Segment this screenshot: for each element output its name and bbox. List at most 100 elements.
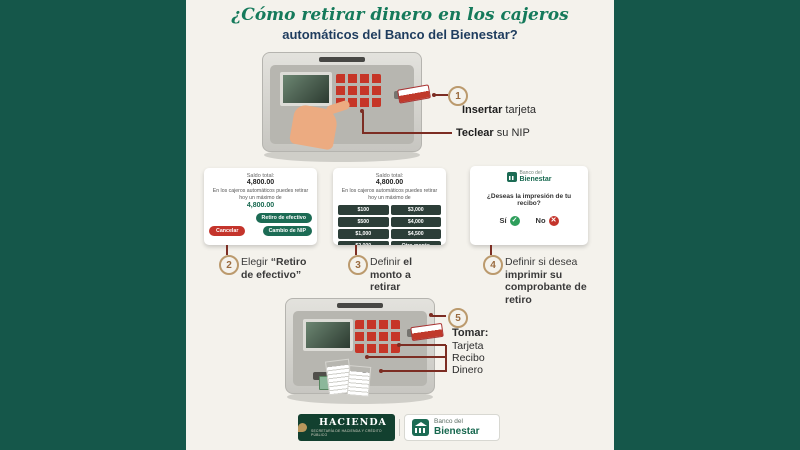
amount-button: $2,000 <box>338 240 389 245</box>
label-insertar-rest: tarjeta <box>502 104 536 116</box>
yes-option: Sí ✓ <box>499 215 520 226</box>
amount-button: $500 <box>338 216 389 227</box>
connector-line <box>362 112 364 134</box>
receipt-paper-icon <box>346 365 372 397</box>
yes-no-row: Sí ✓ No ✕ <box>475 215 583 226</box>
connector-dot <box>360 109 364 113</box>
atm-screen-icon <box>303 319 353 351</box>
title-line2: automáticos del Banco del Bienestar? <box>282 27 518 42</box>
retiro-efectivo-button: Retiro de efectivo <box>255 212 312 223</box>
brand-top: Banco del <box>519 170 542 176</box>
step-2-text: Elegir “Retiro de efectivo” <box>241 256 321 281</box>
step-4-badge: 4 <box>483 255 503 275</box>
title-line1: ¿Cómo retirar dinero en los cajeros <box>231 5 569 25</box>
connector-line <box>445 345 447 372</box>
hacienda-logo: HACIENDA SECRETARÍA DE HACIENDA Y CRÉDIT… <box>298 414 395 441</box>
max-value: 4,800.00 <box>246 201 275 209</box>
banco-bienestar-logo: Banco del Bienestar <box>404 414 500 441</box>
step-5-item: Recibo <box>452 352 485 364</box>
receipt-slot-icon <box>319 57 365 62</box>
screen-body-text: En los cajeros automáticos puedes retira… <box>341 188 438 201</box>
step-5-item: Tarjeta <box>452 340 484 352</box>
screen-body-text: En los cajeros automáticos puedes retira… <box>212 188 309 201</box>
amount-grid: $100 $3,000 $500 $4,000 $1,000 $4,500 $2… <box>338 204 441 245</box>
connector-line <box>226 245 228 255</box>
banco-bottom-text: Bienestar <box>434 425 480 437</box>
connector-dot <box>379 369 383 373</box>
amount-button: $4,500 <box>390 228 441 239</box>
receipt-slot-icon <box>337 303 383 308</box>
atm-keypad-icon <box>336 74 381 107</box>
step-2-badge: 2 <box>219 255 239 275</box>
amount-button: Otro monto <box>390 240 441 245</box>
label-teclear-nip: Teclear su NIP <box>456 127 530 139</box>
atm-bottom-illustration <box>285 298 444 404</box>
amount-button: $100 <box>338 204 389 215</box>
connector-line <box>400 344 446 346</box>
step-5-title: Tomar: <box>452 327 489 339</box>
atm-keypad-icon <box>355 320 400 353</box>
hacienda-subtitle: SECRETARÍA DE HACIENDA Y CRÉDITO PÚBLICO <box>311 428 382 437</box>
check-icon: ✓ <box>509 215 520 226</box>
step-4-text: Definir si desea imprimir su comprobante… <box>505 256 593 306</box>
banco-bienestar-mini-logo: Banco del Bienestar <box>475 171 583 184</box>
cancelar-button: Cancelar <box>209 225 246 236</box>
connector-line <box>355 245 357 255</box>
saldo-label: Saldo total: <box>246 173 275 179</box>
step-3-pre: Definir <box>370 256 404 268</box>
hacienda-eagle-icon <box>298 423 307 432</box>
cross-icon: ✕ <box>548 215 559 226</box>
step-4-pre: Definir si desea <box>505 256 578 268</box>
step-5-text: Tomar: Tarjeta Recibo Dinero <box>452 326 488 376</box>
connector-dot <box>365 355 369 359</box>
atm-front-panel <box>293 311 444 390</box>
banco-top-text: Banco del <box>434 418 463 426</box>
step-1-badge: 1 <box>448 86 468 106</box>
label-insertar-bold: Insertar <box>462 104 503 116</box>
label-teclear-bold: Teclear <box>456 127 494 139</box>
banco-bienestar-icon <box>506 172 517 183</box>
saldo-value: 4,800.00 <box>246 179 275 186</box>
connector-line <box>382 370 446 372</box>
saldo-label: Saldo total: <box>375 173 404 179</box>
banco-bienestar-icon <box>412 419 429 436</box>
connector-line <box>368 356 446 358</box>
connector-dot <box>429 313 433 317</box>
atm-screen-icon <box>280 72 332 106</box>
screen-card-recibo: Banco del Bienestar ¿Deseas la impresión… <box>470 166 588 245</box>
step-2-bold: “Retiro de efectivo” <box>241 256 307 281</box>
step-2-pre: Elegir <box>241 256 271 268</box>
connector-dot <box>397 343 401 347</box>
screen-card-monto: Saldo total: 4,800.00 En los cajeros aut… <box>333 168 446 245</box>
yes-label: Sí <box>499 216 507 226</box>
infographic-panel: ¿Cómo retirar dinero en los cajeros auto… <box>186 0 614 450</box>
saldo-value: 4,800.00 <box>375 179 404 186</box>
atm-top-illustration <box>262 52 431 162</box>
step-5-item: Dinero <box>452 364 483 376</box>
footer-divider <box>399 419 400 436</box>
step-4-bold: imprimir su comprobante de retiro <box>505 268 587 306</box>
amount-button: $4,000 <box>390 216 441 227</box>
step-3-badge: 3 <box>348 255 368 275</box>
connector-line <box>432 315 446 317</box>
amount-button: $3,000 <box>390 204 441 215</box>
step-5-badge: 5 <box>448 308 468 328</box>
brand-bottom: Bienestar <box>519 176 552 183</box>
label-teclear-rest: su NIP <box>493 127 530 139</box>
connector-line <box>490 245 492 255</box>
step-3-text: Definir el monto a retirar <box>370 256 444 294</box>
connector-line <box>362 132 452 134</box>
amount-button: $1,000 <box>338 228 389 239</box>
connector-line <box>434 94 448 96</box>
receipt-question: ¿Deseas la impresión de tu recibo? <box>486 192 572 207</box>
bank-card-icon <box>410 322 444 342</box>
screen-card-retiro: Saldo total: 4,800.00 En los cajeros aut… <box>204 168 317 245</box>
bank-card-icon <box>397 84 431 104</box>
no-option: No ✕ <box>535 215 559 226</box>
no-label: No <box>535 216 546 226</box>
label-insertar-tarjeta: Insertar tarjeta <box>462 104 536 116</box>
step-3-bold: el monto a retirar <box>370 256 413 294</box>
hacienda-title: HACIENDA <box>319 417 387 429</box>
atm-front-panel <box>270 65 431 151</box>
cambio-nip-button: Cambio de NIP <box>262 225 312 236</box>
